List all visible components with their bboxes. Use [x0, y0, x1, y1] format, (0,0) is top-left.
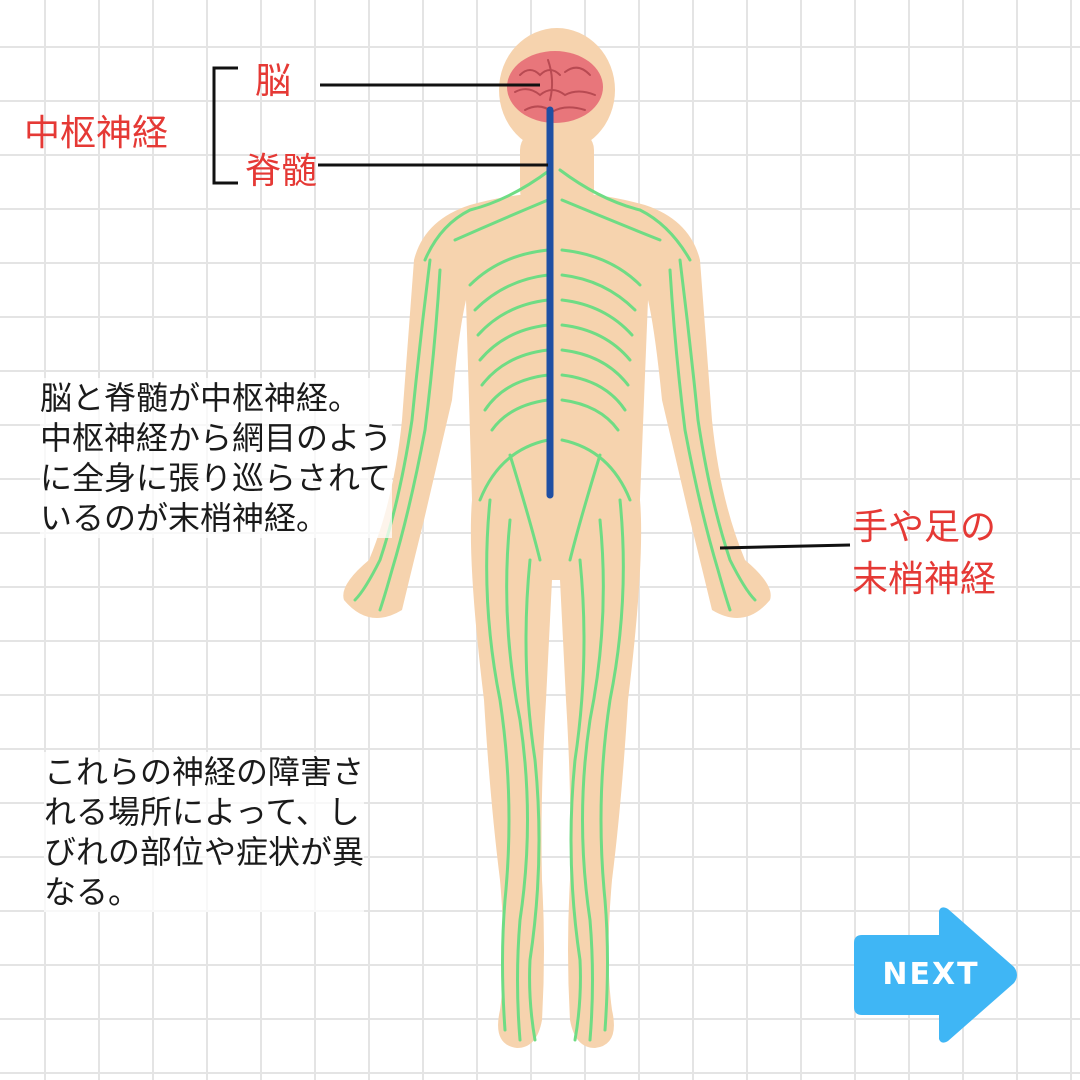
description-1-line4: いるのが末梢神経。: [40, 499, 329, 537]
next-button[interactable]: NEXT: [854, 905, 1024, 1045]
body-silhouette: [343, 28, 771, 1048]
peripheral-nerves: [353, 168, 757, 1042]
description-symptoms: これらの神経の障害さ れる場所によって、し びれの部位や症状が異 なる。: [44, 752, 365, 912]
next-button-label: NEXT: [882, 957, 980, 992]
spinal-cord-label: 脊髄: [245, 151, 318, 192]
peripheral-label-line2: 末梢神経: [852, 559, 997, 600]
central-nerve-label: 中枢神経: [24, 113, 169, 154]
description-2-line4: なる。: [44, 873, 141, 911]
brain-icon: [507, 51, 603, 123]
description-1-line3: に全身に張り巡らされて: [40, 459, 392, 497]
central-bracket: [212, 66, 238, 185]
description-2-line1: これらの神経の障害さ: [44, 753, 365, 791]
description-central-peripheral: 脳と脊髄が中枢神経。 中枢神経から網目のよう に全身に張り巡らされて いるのが末…: [40, 378, 393, 538]
description-2-line2: れる場所によって、し: [44, 793, 360, 831]
peripheral-label-line1: 手や足の: [852, 507, 997, 548]
description-1-line2: 中枢神経から網目のよう: [40, 419, 393, 457]
brain-label: 脳: [255, 61, 292, 102]
description-1-line1: 脳と脊髄が中枢神経。: [40, 379, 361, 417]
peripheral-nerve-label: 手や足の 末梢神経: [852, 502, 996, 606]
description-2-line3: びれの部位や症状が異: [44, 833, 365, 871]
leader-lines: [212, 66, 851, 550]
peripheral-leader: [719, 543, 851, 550]
arrow-right-icon: [854, 907, 1017, 1043]
